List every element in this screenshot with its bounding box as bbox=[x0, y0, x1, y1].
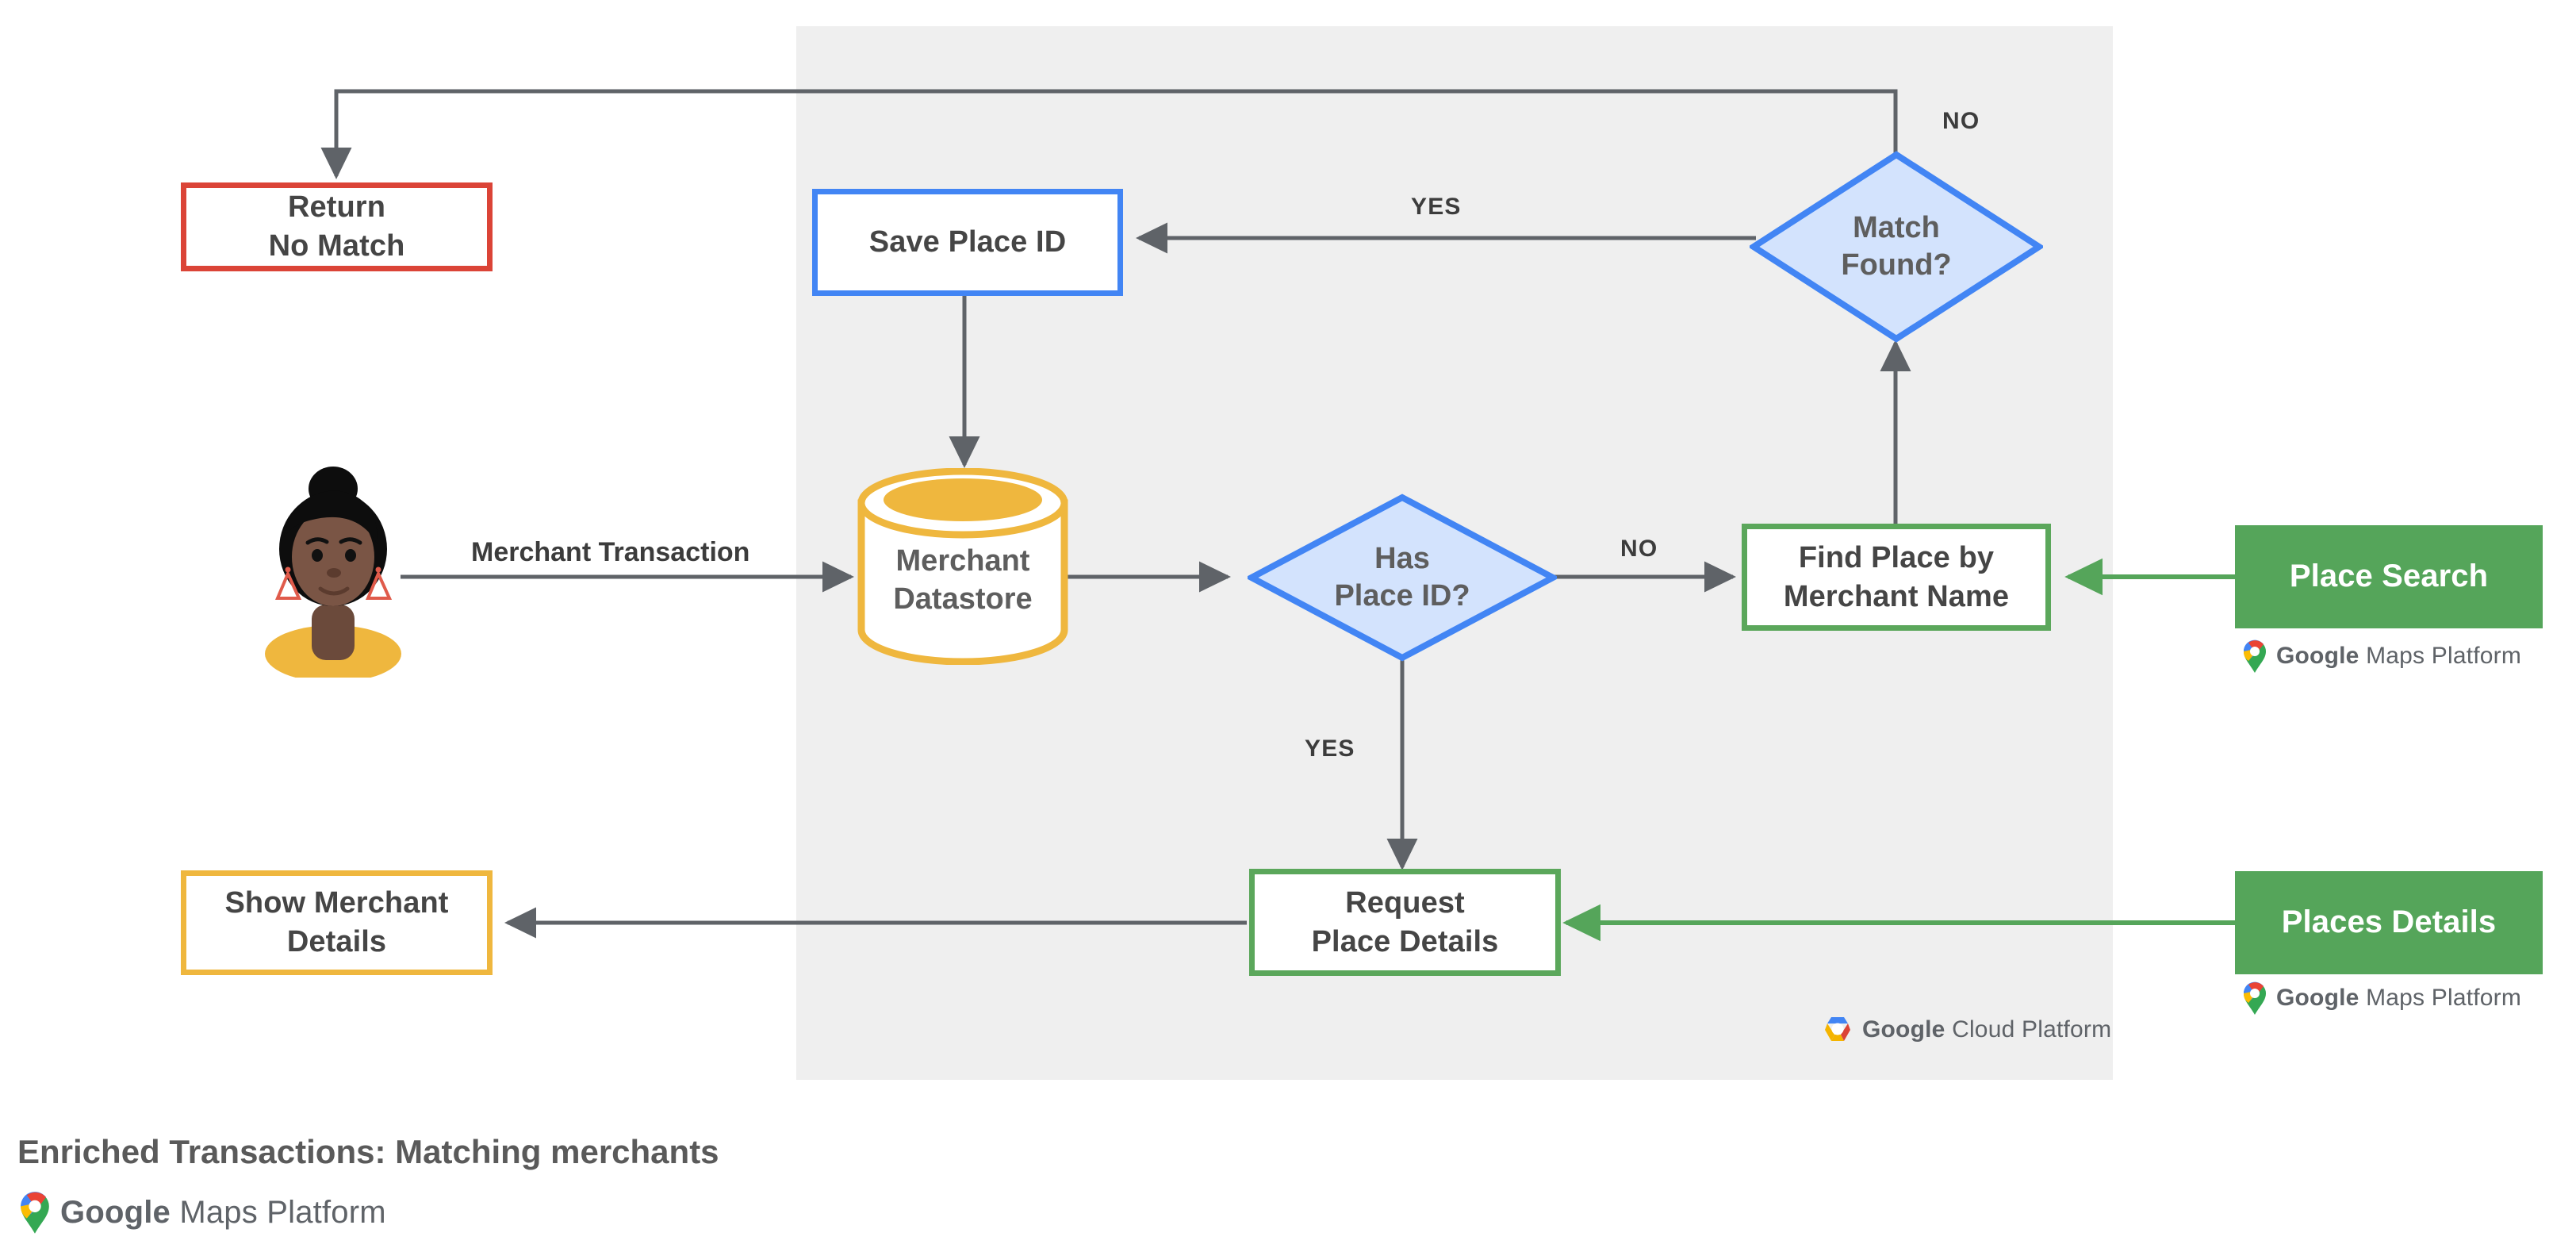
node-save-place-id-label: Save Place ID bbox=[868, 225, 1067, 259]
node-return-no-match-line2: No Match bbox=[268, 229, 405, 263]
avatar-illustration bbox=[265, 467, 401, 682]
place-search-maps-logo: Google Maps Platform bbox=[2241, 639, 2521, 674]
caption-logo-platform: Maps Platform bbox=[179, 1194, 386, 1230]
edge-label-no-match-found: NO bbox=[1942, 108, 1980, 134]
maps-logo-platform: Maps Platform bbox=[2366, 643, 2522, 669]
caption-logo-google: Google bbox=[60, 1194, 171, 1230]
google-cloud-hexagon-icon bbox=[1825, 1017, 1850, 1041]
node-has-place-id-line2: Place ID? bbox=[1334, 579, 1470, 613]
google-maps-pin-icon bbox=[21, 1192, 49, 1234]
node-has-place-id[interactable]: Has Place ID? bbox=[1248, 494, 1557, 662]
node-save-place-id[interactable]: Save Place ID bbox=[812, 189, 1123, 296]
node-has-place-id-label: Has Place ID? bbox=[1248, 494, 1557, 662]
merchant-datastore-cylinder-shape bbox=[857, 467, 1068, 666]
maps-logo-space bbox=[2359, 643, 2367, 669]
google-cloud-platform-logo-text: Google Cloud Platform bbox=[1862, 1016, 2111, 1043]
google-cloud-platform-logo: Google Cloud Platform bbox=[1821, 1014, 2111, 1046]
node-find-place-by-merchant-name[interactable]: Find Place by Merchant Name bbox=[1742, 524, 2051, 631]
places-details-maps-logo-text: Google Maps Platform bbox=[2276, 985, 2521, 1012]
has-place-id-diamond-shape bbox=[1248, 494, 1557, 662]
gcp-logo-cloud-platform: Cloud Platform bbox=[1952, 1016, 2112, 1043]
node-merchant-datastore-label: Merchant Datastore bbox=[855, 543, 1071, 618]
node-find-place-by-merchant-name-line1: Find Place by bbox=[1798, 540, 1995, 574]
node-places-details-label: Places Details bbox=[2281, 904, 2497, 940]
node-find-place-by-merchant-name-line2: Merchant Name bbox=[1783, 579, 2010, 613]
maps-logo-space-2 bbox=[2359, 985, 2367, 1011]
node-places-details[interactable]: Places Details bbox=[2235, 871, 2543, 974]
maps-logo-google-2: Google bbox=[2276, 985, 2359, 1011]
match-found-diamond-shape bbox=[1750, 151, 2043, 343]
caption-maps-logo: Google Maps Platform bbox=[17, 1190, 386, 1235]
gcp-logo-google: Google bbox=[1862, 1016, 1945, 1043]
places-details-maps-logo: Google Maps Platform bbox=[2241, 981, 2521, 1016]
node-return-no-match[interactable]: Return No Match bbox=[181, 182, 493, 271]
node-merchant-datastore[interactable]: Merchant Datastore bbox=[855, 467, 1071, 666]
node-request-place-details-line2: Place Details bbox=[1311, 924, 1499, 958]
node-return-no-match-line1: Return bbox=[287, 190, 386, 225]
merchant-customer-avatar bbox=[262, 462, 404, 682]
node-show-merchant-details-line1: Show Merchant bbox=[224, 886, 449, 920]
edge-label-merchant-transaction: Merchant Transaction bbox=[471, 537, 750, 567]
place-search-maps-logo-text: Google Maps Platform bbox=[2276, 643, 2521, 670]
node-match-found-line2: Found? bbox=[1841, 248, 1952, 282]
caption-maps-logo-text: Google Maps Platform bbox=[60, 1195, 386, 1231]
edge-label-no-has-place-id: NO bbox=[1620, 536, 1658, 562]
node-show-merchant-details[interactable]: Show Merchant Details bbox=[181, 870, 493, 975]
node-request-place-details-line1: Request bbox=[1345, 885, 1465, 920]
node-match-found-line1: Match bbox=[1853, 210, 1940, 244]
node-merchant-datastore-line1: Merchant bbox=[895, 544, 1030, 578]
edge-label-yes-match-found: YES bbox=[1411, 194, 1462, 220]
caption-logo-space bbox=[171, 1195, 179, 1230]
node-place-search-label: Place Search bbox=[2289, 559, 2489, 594]
node-match-found[interactable]: Match Found? bbox=[1750, 151, 2043, 343]
edge-label-yes-has-place-id: YES bbox=[1305, 735, 1355, 762]
maps-logo-platform-2: Maps Platform bbox=[2366, 985, 2522, 1011]
maps-logo-google: Google bbox=[2276, 643, 2359, 669]
node-place-search[interactable]: Place Search bbox=[2235, 525, 2543, 628]
diagram-caption: Enriched Transactions: Matching merchant… bbox=[17, 1133, 719, 1170]
node-show-merchant-details-line2: Details bbox=[286, 925, 387, 958]
node-request-place-details[interactable]: Request Place Details bbox=[1249, 869, 1561, 976]
gcp-logo-space bbox=[1945, 1016, 1953, 1043]
node-merchant-datastore-line2: Datastore bbox=[893, 582, 1033, 616]
google-maps-pin-icon bbox=[2243, 639, 2266, 673]
google-maps-pin-icon bbox=[2243, 981, 2266, 1015]
node-has-place-id-line1: Has bbox=[1374, 541, 1430, 575]
node-match-found-label: Match Found? bbox=[1750, 151, 2043, 343]
